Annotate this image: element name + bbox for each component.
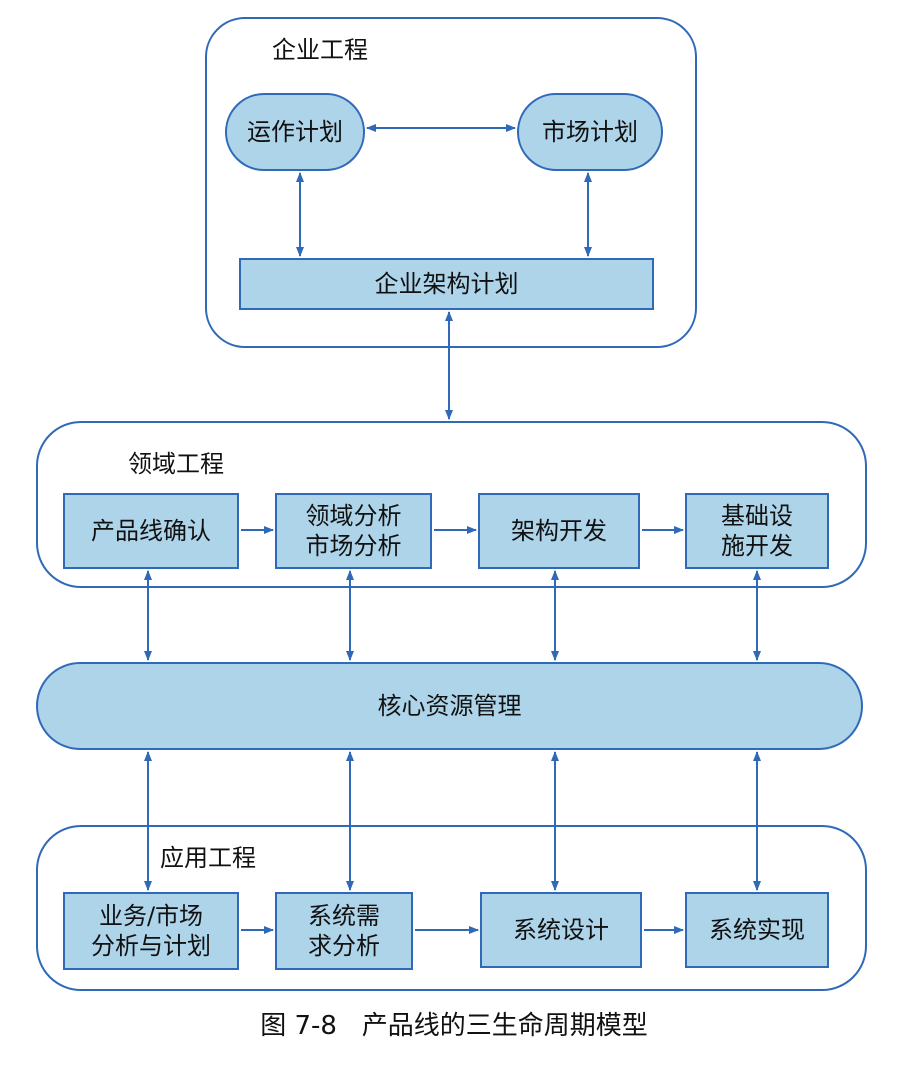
system-requirements-node: 系统需 求分析 <box>275 892 413 970</box>
infrastructure-development-node: 基础设 施开发 <box>685 493 829 569</box>
market-plan-node: 市场计划 <box>517 93 663 171</box>
enterprise-engineering-label: 企业工程 <box>272 36 368 64</box>
architecture-development-node: 架构开发 <box>478 493 640 569</box>
domain-market-analysis-node: 领域分析 市场分析 <box>275 493 432 569</box>
domain-engineering-label: 领域工程 <box>128 450 224 478</box>
operation-plan-node: 运作计划 <box>225 93 365 171</box>
application-engineering-label: 应用工程 <box>160 844 256 872</box>
system-design-node: 系统设计 <box>480 892 642 968</box>
enterprise-architecture-plan-node: 企业架构计划 <box>239 258 654 310</box>
product-line-confirm-node: 产品线确认 <box>63 493 239 569</box>
figure-caption: 图 7-8 产品线的三生命周期模型 <box>260 1011 648 1041</box>
system-implementation-node: 系统实现 <box>685 892 829 968</box>
core-asset-management-node: 核心资源管理 <box>36 662 863 750</box>
business-market-analysis-node: 业务/市场 分析与计划 <box>63 892 239 970</box>
